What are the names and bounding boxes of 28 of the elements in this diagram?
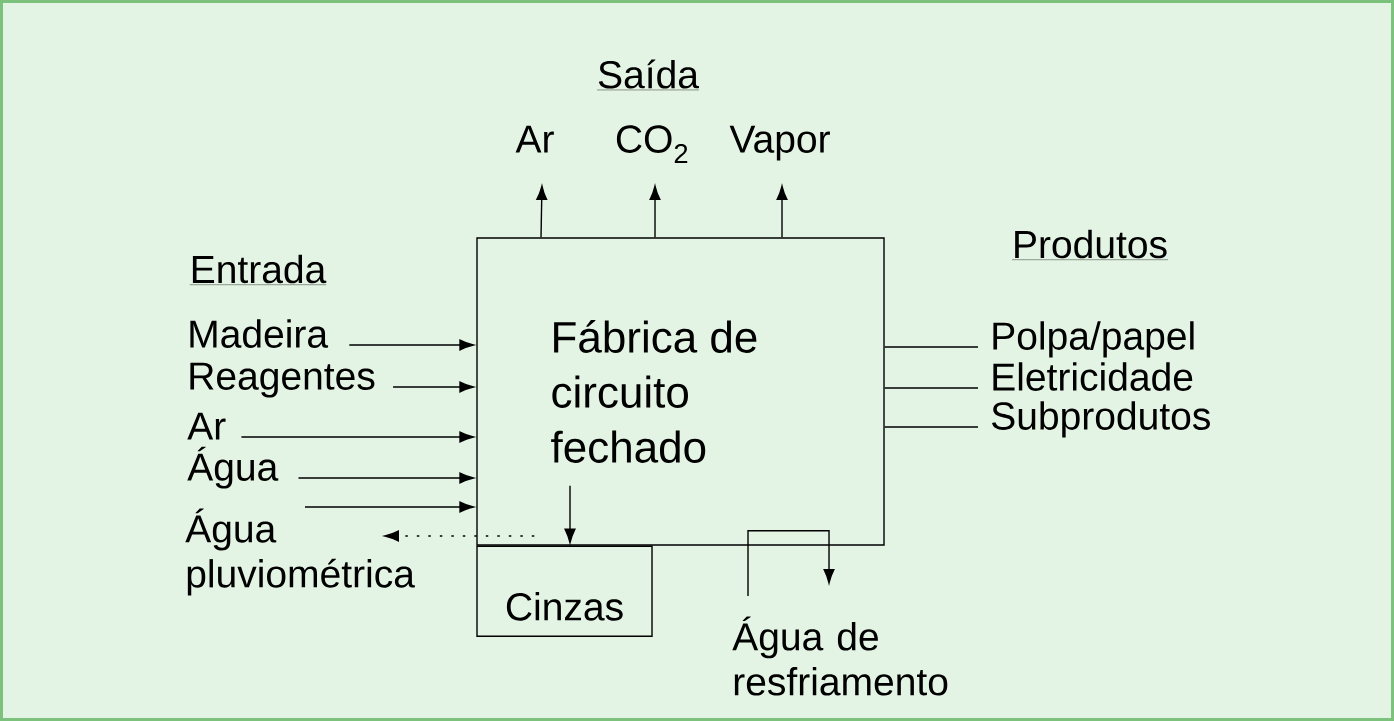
section-heading: Produtos <box>1011 229 1169 260</box>
arrow <box>776 185 788 238</box>
flow-label: Reagentes <box>190 362 375 398</box>
flow-label: Subprodutos <box>992 401 1210 438</box>
arrow <box>787 530 835 584</box>
flow-label: Ar <box>515 125 554 153</box>
arrow <box>240 431 474 443</box>
flow-label: Água de resfriamento <box>732 616 948 696</box>
arrow <box>392 381 474 393</box>
flow-label: Água <box>187 446 279 489</box>
section-heading: Entrada <box>189 254 327 285</box>
section-heading: Saída <box>596 59 700 91</box>
process-box: Fábrica de circuito fechado <box>476 237 885 546</box>
flow-label: CO$_{2}$ <box>616 125 688 163</box>
arrow <box>348 339 474 351</box>
arrow <box>564 485 576 544</box>
arrow <box>304 501 474 513</box>
flow-label: Eletricidade <box>993 362 1193 391</box>
flow-label: Madeira <box>190 319 329 348</box>
arrow <box>649 185 661 238</box>
flow-label: Polpa/papel <box>993 321 1194 358</box>
flow-label: Ar <box>187 412 226 440</box>
arrow <box>536 185 548 238</box>
output-box: Cinzas <box>476 545 653 637</box>
arrow <box>384 530 535 542</box>
flow-label: Vapor <box>729 125 830 161</box>
arrow <box>297 472 474 484</box>
flow-label: Água pluviométrica <box>185 508 415 596</box>
